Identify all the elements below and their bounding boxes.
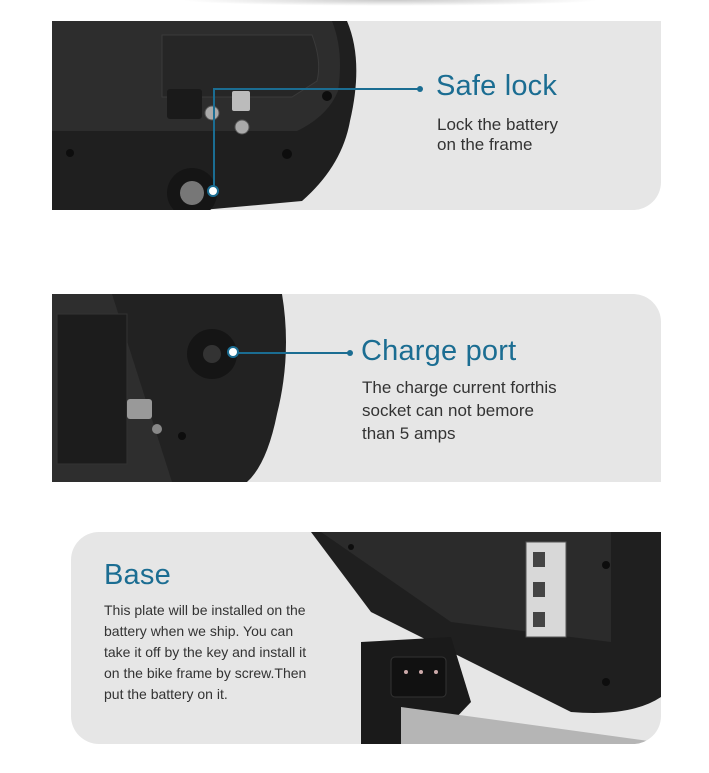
base-desc-line: take it off by the key and install it xyxy=(104,644,307,660)
base-description: This plate will be installed on the batt… xyxy=(104,600,344,705)
safe-lock-callout-drop xyxy=(213,88,215,189)
charge-port-title: Charge port xyxy=(361,335,517,367)
safe-lock-title: Safe lock xyxy=(436,70,558,102)
charge-port-desc-line: than 5 amps xyxy=(362,424,456,443)
charge-port-callout-dot xyxy=(347,350,353,356)
safe-lock-desc-line: Lock the battery xyxy=(437,115,558,134)
base-plate-photo xyxy=(311,532,661,744)
safe-lock-panel xyxy=(52,21,661,210)
charge-port-photo xyxy=(52,294,286,482)
base-title: Base xyxy=(104,559,171,591)
base-panel xyxy=(71,532,661,744)
charge-port-desc-line: The charge current forthis xyxy=(362,378,557,397)
base-desc-line: battery when we ship. You can xyxy=(104,623,294,639)
safe-lock-callout-dot xyxy=(417,86,423,92)
charge-port-desc-line: socket can not bemore xyxy=(362,401,534,420)
safe-lock-description: Lock the battery on the frame xyxy=(437,115,558,155)
base-desc-line: on the bike frame by screw.Then xyxy=(104,665,307,681)
safe-lock-callout-ring xyxy=(207,185,219,197)
safe-lock-desc-line: on the frame xyxy=(437,135,533,154)
battery-lock-photo xyxy=(52,21,357,210)
safe-lock-callout-line xyxy=(213,88,421,90)
base-desc-line: This plate will be installed on the xyxy=(104,602,306,618)
charge-port-panel xyxy=(52,294,661,482)
charge-port-callout-ring xyxy=(227,346,239,358)
base-desc-line: put the battery on it. xyxy=(104,686,228,702)
charge-port-description: The charge current forthis socket can no… xyxy=(362,376,557,445)
charge-port-callout-line xyxy=(233,352,351,354)
top-shadow xyxy=(180,0,600,6)
